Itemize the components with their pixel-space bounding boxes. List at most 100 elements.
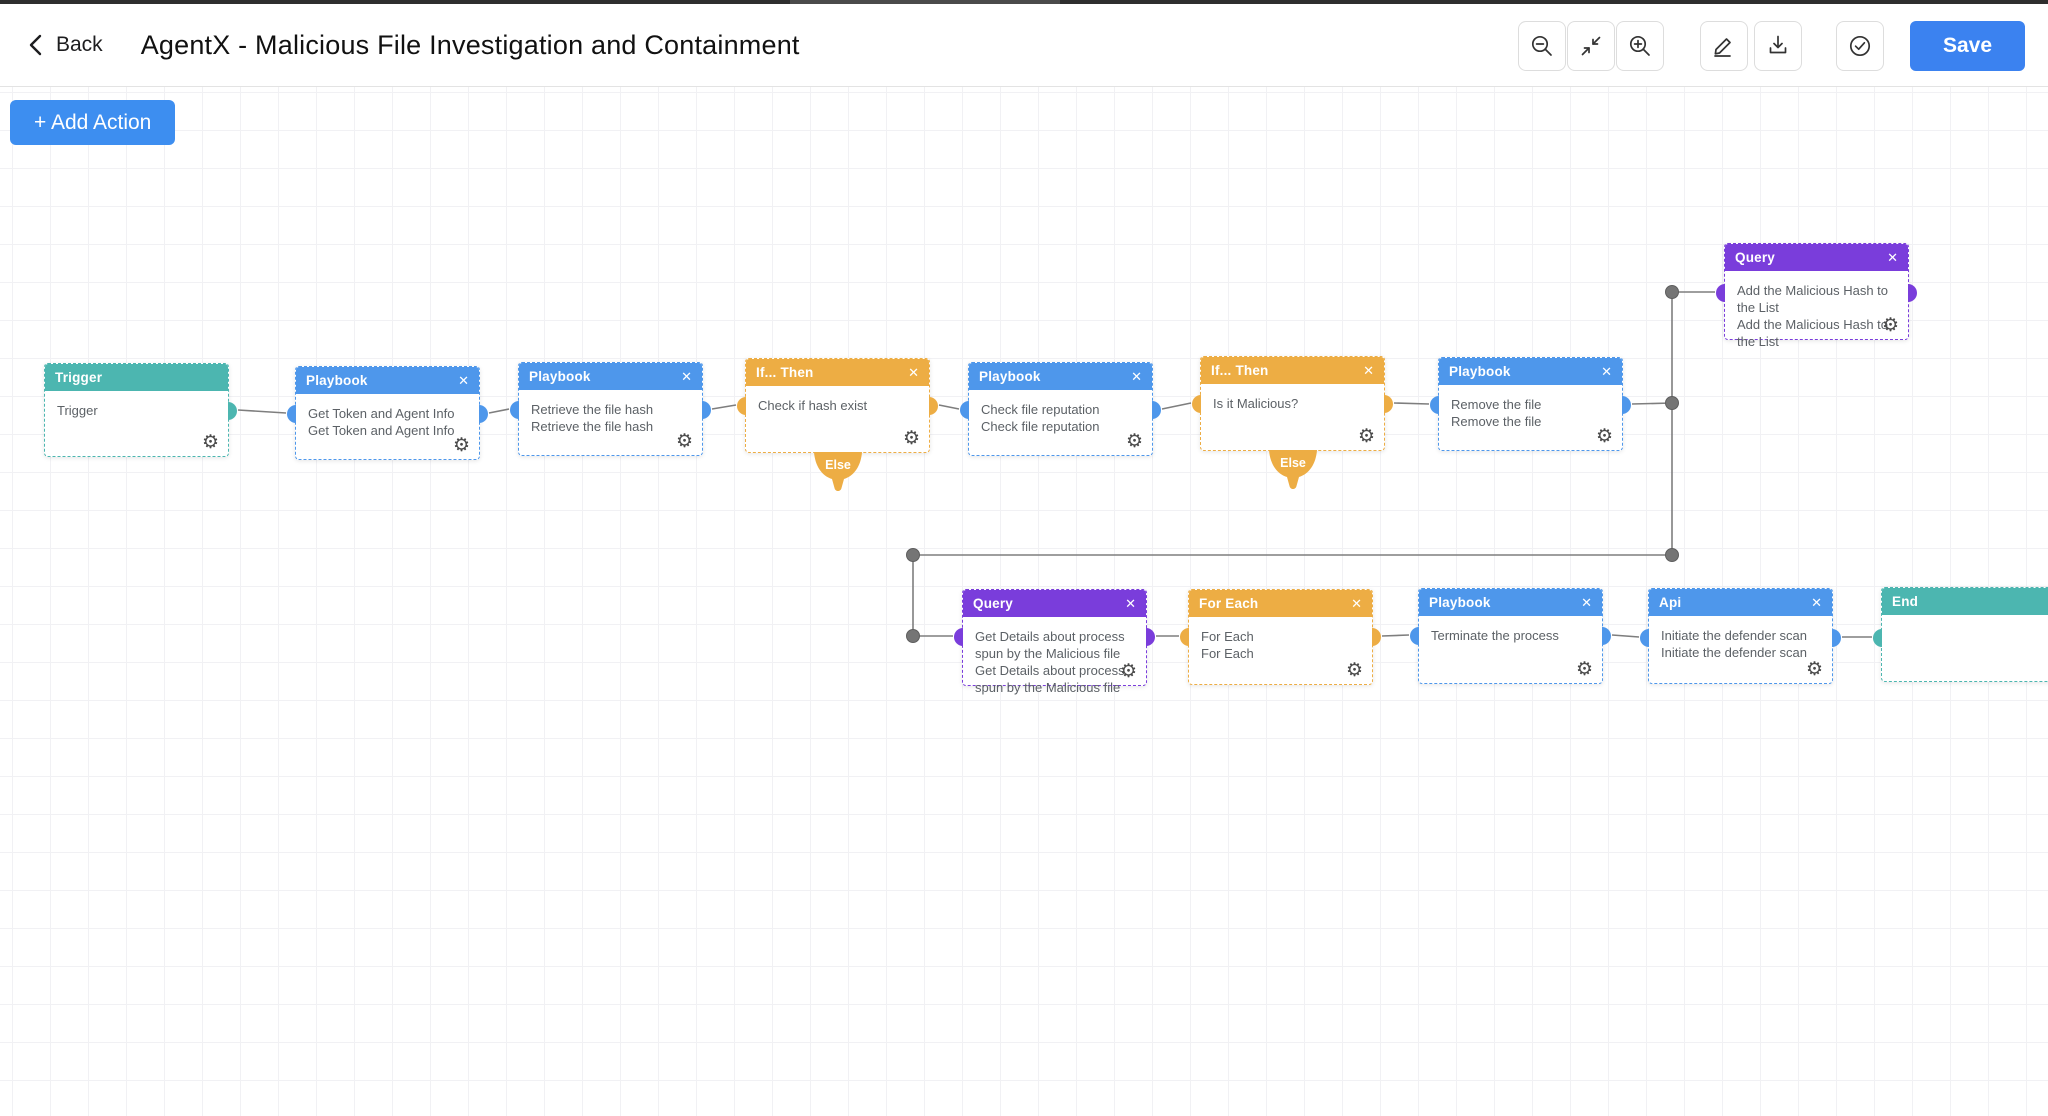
junction-dot [1666, 286, 1679, 299]
output-port[interactable] [1146, 628, 1155, 646]
node-type-label: Playbook [979, 369, 1131, 384]
input-port[interactable] [1640, 629, 1649, 647]
node-header: Query✕ [963, 590, 1146, 617]
node-api-defender-scan[interactable]: Api✕Initiate the defender scanInitiate t… [1648, 588, 1833, 684]
output-port[interactable] [228, 402, 237, 420]
node-body: Trigger [45, 391, 228, 419]
close-icon[interactable]: ✕ [458, 374, 469, 387]
gear-icon[interactable]: ⚙ [676, 432, 693, 451]
close-icon[interactable]: ✕ [908, 366, 919, 379]
output-port[interactable] [479, 405, 488, 423]
node-playbook-get-token[interactable]: Playbook✕Get Token and Agent InfoGet Tok… [295, 366, 480, 460]
node-playbook-remove-file[interactable]: Playbook✕Remove the fileRemove the file⚙ [1438, 357, 1623, 451]
node-end[interactable]: End [1881, 587, 2048, 682]
else-branch-badge[interactable]: Else [810, 452, 866, 496]
close-icon[interactable]: ✕ [1131, 370, 1142, 383]
gear-icon[interactable]: ⚙ [1126, 432, 1143, 451]
gear-icon[interactable]: ⚙ [1596, 427, 1613, 446]
node-playbook-retrieve-hash[interactable]: Playbook✕Retrieve the file hashRetrieve … [518, 362, 703, 456]
node-header: Playbook✕ [1419, 589, 1602, 616]
close-icon[interactable]: ✕ [1351, 597, 1362, 610]
back-button[interactable]: Back [26, 33, 103, 57]
output-port[interactable] [929, 397, 938, 415]
node-header: End [1882, 588, 2048, 615]
node-trigger[interactable]: TriggerTrigger⚙ [44, 363, 229, 457]
input-port[interactable] [510, 401, 519, 419]
gear-icon[interactable]: ⚙ [1120, 662, 1137, 681]
close-icon[interactable]: ✕ [1125, 597, 1136, 610]
node-action-label: Check if hash exist [758, 397, 917, 414]
zoom-in-button[interactable] [1616, 21, 1664, 71]
output-port[interactable] [1152, 401, 1161, 419]
pencil-icon [1711, 33, 1737, 59]
save-button[interactable]: Save [1910, 21, 2025, 71]
input-port[interactable] [960, 401, 969, 419]
edit-button[interactable] [1700, 21, 1748, 71]
node-type-label: If... Then [756, 365, 908, 380]
close-icon[interactable]: ✕ [1887, 251, 1898, 264]
output-port[interactable] [1602, 627, 1611, 645]
node-body: Initiate the defender scanInitiate the d… [1649, 616, 1832, 661]
gear-icon[interactable]: ⚙ [453, 436, 470, 455]
output-port[interactable] [1622, 396, 1631, 414]
close-icon[interactable]: ✕ [1581, 596, 1592, 609]
node-query-get-process-details[interactable]: Query✕Get Details about process spun by … [962, 589, 1147, 686]
check-circle-icon [1847, 33, 1873, 59]
connection-edge [1382, 635, 1409, 636]
node-query-add-malicious-hash[interactable]: Query✕Add the Malicious Hash to the List… [1724, 243, 1909, 340]
input-port[interactable] [1873, 629, 1882, 647]
junction-dot [907, 549, 920, 562]
gear-icon[interactable]: ⚙ [903, 429, 920, 448]
node-type-label: Trigger [55, 370, 218, 385]
node-ifthen-is-it-malicious[interactable]: If... Then✕Is it Malicious?⚙ Else [1200, 356, 1385, 451]
output-port[interactable] [1384, 395, 1393, 413]
magnifier-plus-icon [1627, 33, 1653, 59]
input-port[interactable] [1716, 284, 1725, 302]
node-playbook-terminate-process[interactable]: Playbook✕ Terminate the process ⚙ [1418, 588, 1603, 684]
validate-button[interactable] [1836, 21, 1884, 71]
workflow-canvas[interactable]: TriggerTrigger⚙Playbook✕Get Token and Ag… [0, 86, 2048, 1116]
input-port[interactable] [287, 405, 296, 423]
node-action-label: Terminate the process [1431, 627, 1590, 644]
else-branch-badge[interactable]: Else [1265, 450, 1321, 494]
connection-edge [238, 410, 286, 413]
input-port[interactable] [737, 397, 746, 415]
svg-text:Else: Else [1280, 456, 1306, 470]
junction-dot [1666, 397, 1679, 410]
gear-icon[interactable]: ⚙ [1882, 316, 1899, 335]
fit-view-button[interactable] [1567, 21, 1615, 71]
close-icon[interactable]: ✕ [681, 370, 692, 383]
node-body: Retrieve the file hashRetrieve the file … [519, 390, 702, 435]
gear-icon[interactable]: ⚙ [1358, 427, 1375, 446]
node-body [1882, 615, 2048, 626]
gear-icon[interactable]: ⚙ [202, 433, 219, 452]
node-foreach[interactable]: For Each✕For EachFor Each⚙ [1188, 589, 1373, 685]
add-action-button[interactable]: + Add Action [10, 100, 175, 145]
node-header: If... Then✕ [1201, 357, 1384, 384]
output-port[interactable] [1832, 629, 1841, 647]
input-port[interactable] [1430, 396, 1439, 414]
zoom-out-button[interactable] [1518, 21, 1566, 71]
node-playbook-check-reputation[interactable]: Playbook✕Check file reputationCheck file… [968, 362, 1153, 456]
close-icon[interactable]: ✕ [1363, 364, 1374, 377]
gear-icon[interactable]: ⚙ [1806, 660, 1823, 679]
output-port[interactable] [1372, 628, 1381, 646]
output-port[interactable] [1908, 284, 1917, 302]
node-action-label: Get Details about process spun by the Ma… [975, 662, 1134, 696]
node-action-label: Initiate the defender scan [1661, 644, 1820, 661]
input-port[interactable] [1410, 627, 1419, 645]
input-port[interactable] [1192, 395, 1201, 413]
gear-icon[interactable]: ⚙ [1346, 661, 1363, 680]
node-ifthen-check-hash-exist[interactable]: If... Then✕Check if hash exist⚙ Else [745, 358, 930, 453]
close-icon[interactable]: ✕ [1811, 596, 1822, 609]
node-header: Query✕ [1725, 244, 1908, 271]
download-tray-icon [1765, 33, 1791, 59]
output-port[interactable] [702, 401, 711, 419]
input-port[interactable] [954, 628, 963, 646]
download-button[interactable] [1754, 21, 1802, 71]
node-header: Playbook✕ [296, 367, 479, 394]
gear-icon[interactable]: ⚙ [1576, 660, 1593, 679]
input-port[interactable] [1180, 628, 1189, 646]
close-icon[interactable]: ✕ [1601, 365, 1612, 378]
node-body: Add the Malicious Hash to the ListAdd th… [1725, 271, 1908, 350]
